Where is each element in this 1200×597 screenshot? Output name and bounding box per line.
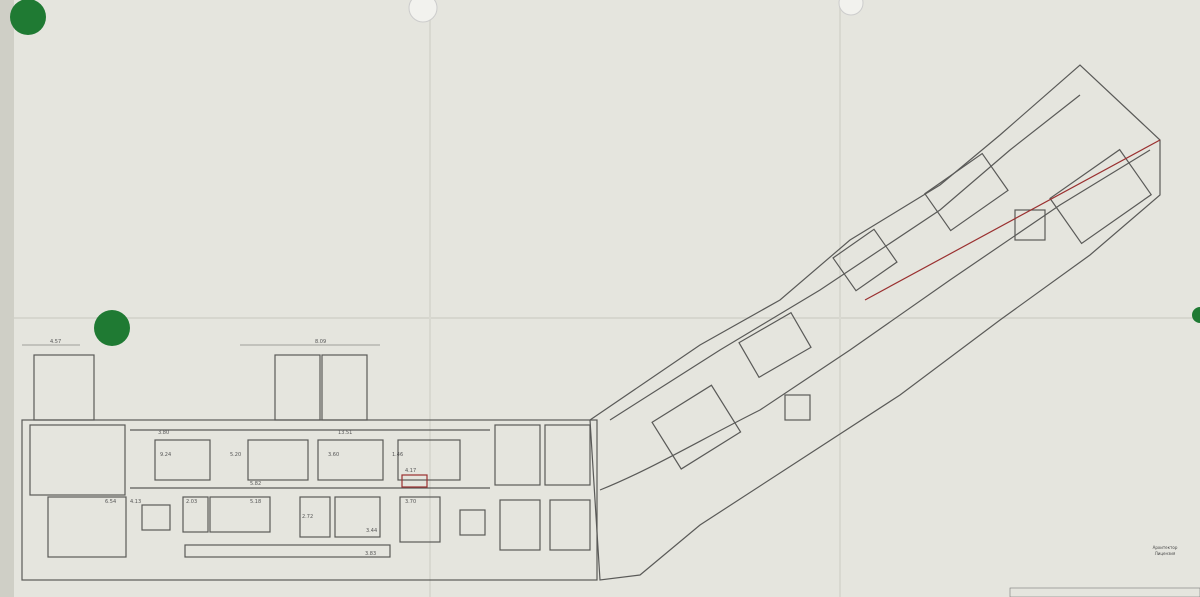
dimension-label: 1.46 [392, 452, 403, 458]
main-building-block [21, 344, 598, 581]
dimension-label: 5.82 [250, 481, 261, 487]
dimension-label: 3.80 [158, 430, 169, 436]
green-pin [1192, 307, 1200, 323]
dimension-label: 3.70 [405, 499, 416, 505]
green-pin [10, 0, 46, 35]
paper-sheet [14, 0, 1200, 597]
dimension-label: 3.44 [366, 528, 377, 534]
diagonal-wing [589, 64, 1161, 581]
dimension-label: 3.83 [365, 551, 376, 557]
dimension-label: 4.13 [130, 499, 141, 505]
dimension-label: 3.60 [328, 452, 339, 458]
stamp-line: Архитектор [1152, 545, 1178, 550]
green-pin [94, 310, 130, 346]
dimension-label: 2.72 [302, 514, 313, 520]
dimension-label: 4.57 [50, 339, 61, 345]
dimension-label: 5.18 [250, 499, 261, 505]
dimension-label: 6.54 [105, 499, 116, 505]
dimension-label: 5.20 [230, 452, 241, 458]
dimension-label: 13.51 [338, 430, 352, 436]
dimension-label: 8.09 [315, 339, 326, 345]
title-block-strip [1009, 587, 1200, 597]
dimension-labels: 4.57 8.09 13.51 3.80 9.24 5.20 5.82 3.60… [50, 339, 416, 557]
stamp-line: Лицензия [1154, 551, 1176, 556]
dimension-label: 2.03 [186, 499, 197, 505]
white-pin [838, 0, 864, 16]
dimension-label: 9.24 [160, 452, 171, 458]
dimension-label: 4.17 [405, 468, 416, 474]
white-pin [408, 0, 438, 23]
pins [10, 0, 1200, 346]
architect-stamp: Архитектор Лицензия [1135, 545, 1195, 557]
